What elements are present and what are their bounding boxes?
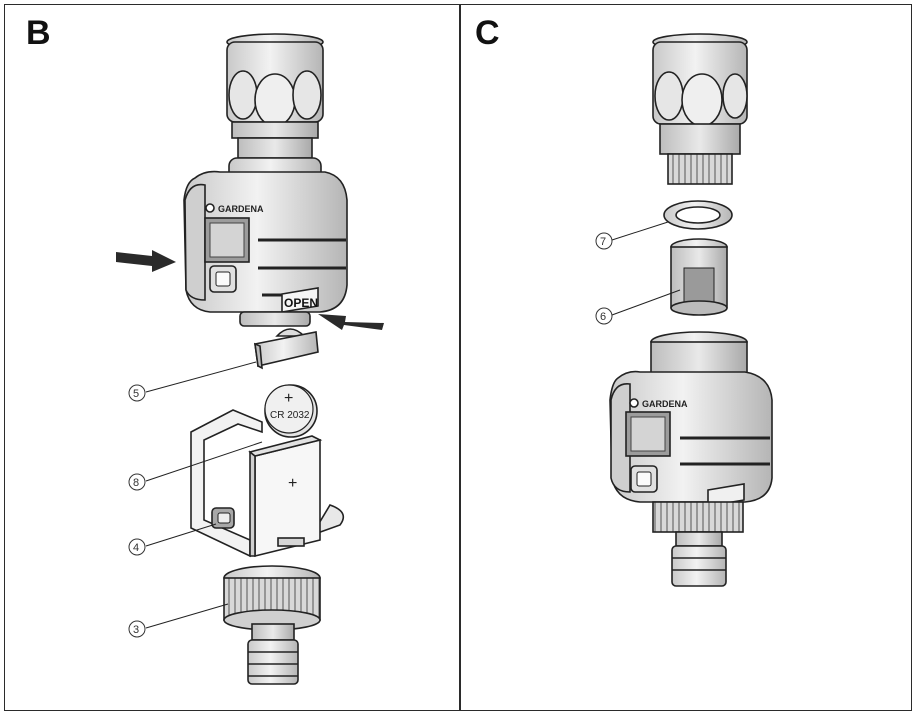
filter-insert-part-6 [670, 238, 728, 316]
top-connector-c [652, 33, 748, 185]
leader-lines-c [611, 221, 681, 316]
svg-text:5: 5 [133, 388, 139, 400]
battery-cover-part-5 [254, 328, 319, 370]
svg-text:7: 7 [600, 236, 606, 248]
panel-c-label: C [475, 14, 500, 52]
callout-8: 8 [128, 473, 146, 491]
brand-label-c: GARDENA [642, 399, 688, 409]
seal-ring-part-7 [663, 200, 733, 230]
figure-frame [4, 4, 912, 711]
svg-text:6: 6 [600, 311, 606, 323]
panel-c-drawing: GARDENA [609, 33, 773, 587]
svg-text:4: 4 [133, 542, 139, 554]
callouts: 5 8 4 3 7 6 [128, 232, 613, 638]
controller-body-b: GARDENA OPEN [183, 170, 348, 327]
holder-plus: + [288, 475, 297, 492]
callout-4: 4 [128, 538, 146, 556]
brand-label-b: GARDENA [218, 204, 264, 214]
panel-divider [459, 4, 461, 711]
callout-3: 3 [128, 620, 146, 638]
controller-body-c: GARDENA [609, 331, 773, 587]
open-label-b: OPEN [284, 296, 318, 310]
callout-6: 6 [595, 307, 613, 325]
battery-label: CR 2032 [270, 410, 310, 421]
svg-text:8: 8 [133, 477, 139, 489]
panel-b-drawing: GARDENA OPEN + CR 2032 + [116, 33, 384, 685]
top-connector-b [226, 33, 324, 187]
battery-cr2032: + CR 2032 [264, 384, 318, 438]
leader-lines-b [145, 361, 263, 629]
arrow-left-b [116, 250, 176, 272]
arrow-right-b [318, 314, 384, 330]
tap-adapter-part-3 [223, 565, 321, 685]
battery-holder: + [190, 409, 345, 558]
battery-plus: + [284, 390, 293, 407]
callout-5: 5 [128, 384, 146, 402]
svg-text:3: 3 [133, 624, 139, 636]
callout-7: 7 [595, 232, 613, 250]
panel-b-label: B [26, 14, 51, 52]
